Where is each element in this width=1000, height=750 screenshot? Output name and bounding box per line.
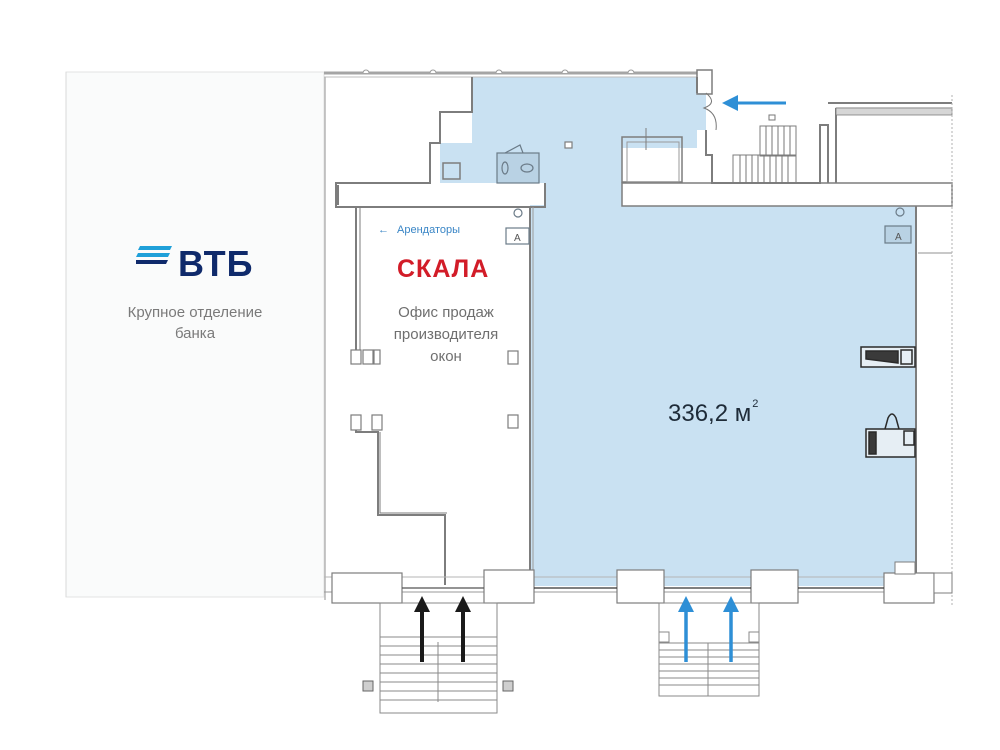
bank-area-panel (65, 71, 325, 598)
tenant-entrance-arrows (414, 596, 471, 662)
tenant-caption: Офис продаж производителя окон (362, 302, 530, 368)
tenant-caption-line2: производителя (393, 326, 499, 343)
appliance-icons (860, 346, 916, 458)
tenant-caption-line3: окон (430, 348, 462, 365)
rear-staircase (739, 114, 791, 183)
bank-caption-line2: банка (174, 325, 216, 342)
premises-area-label: 336,2 м2 (668, 398, 758, 428)
walls (324, 69, 953, 605)
premises-area-value: 336,2 м (668, 400, 752, 427)
premises-entrance-arrows (678, 596, 739, 662)
rear-entrance-arrow (722, 95, 786, 111)
restroom-icons: A A (496, 144, 912, 245)
bank-caption: Крупное отделение банка (100, 302, 290, 344)
bank-name: ВТБ (178, 243, 254, 284)
front-staircase-right (658, 602, 760, 697)
tenant-caption-line1: Офис продаж (398, 304, 494, 321)
vtb-logo-icon (136, 246, 172, 264)
premises-area-unit-sup: 2 (752, 398, 759, 410)
tenants-link-label: Арендаторы (397, 224, 460, 236)
front-staircase-left (362, 602, 514, 714)
top-wall-markers (362, 69, 635, 74)
tenant-brand: СКАЛА (397, 255, 490, 283)
arrow-left-icon: ← (378, 224, 389, 236)
svg-text:A: A (514, 233, 521, 244)
rear-door (702, 92, 717, 131)
bank-caption-line1: Крупное отделение (127, 304, 263, 321)
svg-text:A: A (895, 232, 902, 243)
columns (350, 141, 573, 431)
tenants-link[interactable]: ← Арендаторы (378, 224, 460, 236)
